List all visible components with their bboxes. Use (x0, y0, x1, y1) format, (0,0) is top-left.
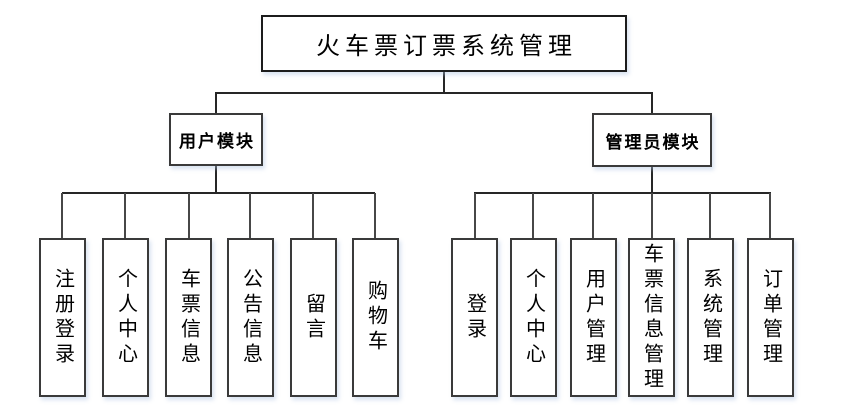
leaf-node-order-management: 订单管理 (747, 238, 794, 397)
leaf-label: 个人中心 (522, 267, 545, 368)
leaf-node-system-management: 系统管理 (687, 238, 734, 397)
leaf-node-personal-center-user: 个人中心 (102, 238, 149, 397)
leaf-label: 留言 (302, 292, 325, 343)
connector-user-stub (215, 166, 217, 193)
connector-user-leaf-drop-4 (312, 193, 314, 238)
leaf-node-login: 登录 (451, 238, 498, 397)
module-node-admin: 管理员模块 (592, 113, 712, 167)
connector-admin-leaf-drop-4 (709, 193, 711, 238)
connector-user-bus (62, 192, 375, 194)
connector-root-stub (443, 72, 445, 93)
leaf-label: 用户管理 (582, 267, 605, 368)
leaf-label: 订单管理 (759, 267, 782, 368)
leaf-label: 系统管理 (699, 267, 722, 368)
leaf-node-personal-center-admin: 个人中心 (510, 238, 557, 397)
connector-user-leaf-drop-2 (188, 193, 190, 238)
leaf-label: 车票信息管理 (640, 242, 663, 393)
leaf-label: 购物车 (364, 280, 387, 355)
connector-admin-bus (474, 192, 771, 194)
leaf-node-register-login: 注册登录 (39, 238, 86, 397)
leaf-node-ticket-info: 车票信息 (165, 238, 212, 397)
leaf-node-announcement-info: 公告信息 (227, 238, 274, 397)
leaf-node-user-management: 用户管理 (570, 238, 617, 397)
leaf-label: 登录 (463, 292, 486, 343)
leaf-label: 个人中心 (114, 267, 137, 368)
connector-admin-leaf-drop-1 (532, 193, 534, 238)
connector-admin-stub (651, 167, 653, 193)
connector-admin-leaf-drop-0 (474, 193, 476, 238)
connector-admin-leaf-drop-5 (769, 193, 771, 238)
connector-user-module-drop (215, 93, 217, 113)
leaf-label: 公告信息 (239, 267, 262, 368)
connector-user-leaf-drop-1 (124, 193, 126, 238)
connector-level1-bus (215, 92, 653, 94)
connector-user-leaf-drop-0 (61, 193, 63, 238)
leaf-label: 注册登录 (51, 267, 74, 368)
connector-admin-leaf-drop-2 (592, 193, 594, 238)
root-node-title: 火车票订票系统管理 (261, 15, 627, 72)
connector-user-leaf-drop-3 (249, 193, 251, 238)
leaf-label: 车票信息 (177, 267, 200, 368)
leaf-node-shopping-cart: 购物车 (352, 238, 399, 397)
leaf-node-ticket-info-management: 车票信息管理 (628, 238, 675, 397)
connector-admin-leaf-drop-3 (651, 193, 653, 238)
module-node-user: 用户模块 (169, 113, 263, 166)
leaf-node-message: 留言 (290, 238, 337, 397)
connector-admin-module-drop (651, 93, 653, 113)
connector-user-leaf-drop-5 (374, 193, 376, 238)
